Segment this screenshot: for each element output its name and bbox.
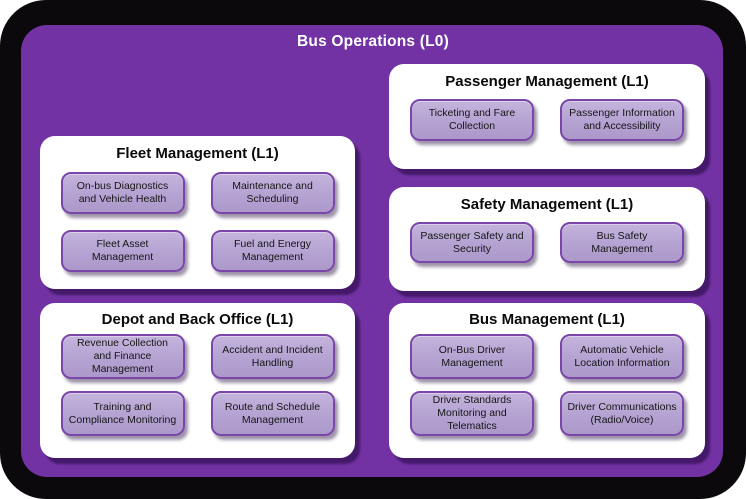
group-panel-safety-management: Safety Management (L1) Passenger Safety … xyxy=(389,187,705,291)
group-title-passenger-management: Passenger Management (L1) xyxy=(445,73,649,90)
item-label: Fleet Asset Management xyxy=(91,238,154,263)
item-revenue-collection-and-finance-management: Revenue Collection and Finance Managemen… xyxy=(60,334,185,379)
item-fuel-and-energy-management: Fuel and Energy Management xyxy=(210,230,335,272)
group-items-safety-management: Passenger Safety and Security Bus Safety… xyxy=(410,222,684,263)
item-automatic-vehicle-location-information: Automatic Vehicle Location Information xyxy=(560,334,684,379)
item-maintenance-and-scheduling: Maintenance and Scheduling xyxy=(210,172,335,214)
item-accident-and-incident-handling: Accident and Incident Handling xyxy=(210,334,335,379)
group-title-bus-management: Bus Management (L1) xyxy=(469,311,625,328)
item-ticketing-and-fare-collection: Ticketing and Fare Collection xyxy=(410,99,534,141)
group-title-fleet-management: Fleet Management (L1) xyxy=(116,145,279,162)
group-items-bus-management: On-Bus Driver Management Automatic Vehic… xyxy=(410,334,684,436)
item-label: Passenger Safety and Security xyxy=(420,229,524,255)
item-fleet-asset-management: Fleet Asset Management xyxy=(60,230,185,272)
item-driver-standards-monitoring-and-telematics: Driver Standards Monitoring and Telemati… xyxy=(410,391,534,436)
item-label: Automatic Vehicle Location Information xyxy=(574,343,670,369)
item-label: Accident and Incident Handling xyxy=(222,343,323,369)
group-items-passenger-management: Ticketing and Fare Collection Passenger … xyxy=(410,99,684,141)
item-training-and-compliance-monitoring: Training and Compliance Monitoring xyxy=(60,391,185,436)
group-panel-bus-management: Bus Management (L1) On-Bus Driver Manage… xyxy=(389,303,705,458)
group-title-depot-and-back-office: Depot and Back Office (L1) xyxy=(101,311,294,328)
item-label: Revenue Collection and Finance Managemen… xyxy=(76,337,169,375)
group-panel-passenger-management: Passenger Management (L1) Ticketing and … xyxy=(389,64,705,169)
item-passenger-information-and-accessibility: Passenger Information and Accessibility xyxy=(560,99,684,141)
item-label: On-Bus Driver Management xyxy=(438,343,506,369)
item-bus-safety-management: Bus Safety Management xyxy=(560,222,684,263)
item-driver-communications-radio-voice: Driver Communications (Radio/Voice) xyxy=(560,391,684,436)
item-label: On-bus Diagnostics and Vehicle Health xyxy=(76,180,169,205)
item-label: Training and Compliance Monitoring xyxy=(68,400,177,426)
item-label: Fuel and Energy Management xyxy=(233,238,312,263)
group-panel-depot-and-back-office: Depot and Back Office (L1) Revenue Colle… xyxy=(40,303,355,458)
group-items-fleet-management: On-bus Diagnostics and Vehicle Health Ma… xyxy=(60,172,335,272)
item-label: Passenger Information and Accessibility xyxy=(569,107,675,132)
group-panel-fleet-management: Fleet Management (L1) On-bus Diagnostics… xyxy=(40,136,355,289)
item-on-bus-diagnostics-and-vehicle-health: On-bus Diagnostics and Vehicle Health xyxy=(60,172,185,214)
group-title-safety-management: Safety Management (L1) xyxy=(460,196,634,213)
item-label: Maintenance and Scheduling xyxy=(232,180,313,205)
item-passenger-safety-and-security: Passenger Safety and Security xyxy=(410,222,534,263)
item-label: Driver Standards Monitoring and Telemati… xyxy=(432,394,512,432)
item-route-and-schedule-management: Route and Schedule Management xyxy=(210,391,335,436)
item-label: Route and Schedule Management xyxy=(224,400,321,426)
diagram-title: Bus Operations (L0) xyxy=(297,33,449,50)
item-label: Bus Safety Management xyxy=(591,229,653,255)
item-label: Ticketing and Fare Collection xyxy=(428,107,516,132)
item-label: Driver Communications (Radio/Voice) xyxy=(567,400,677,426)
item-on-bus-driver-management: On-Bus Driver Management xyxy=(410,334,534,379)
group-items-depot-and-back-office: Revenue Collection and Finance Managemen… xyxy=(60,334,335,436)
